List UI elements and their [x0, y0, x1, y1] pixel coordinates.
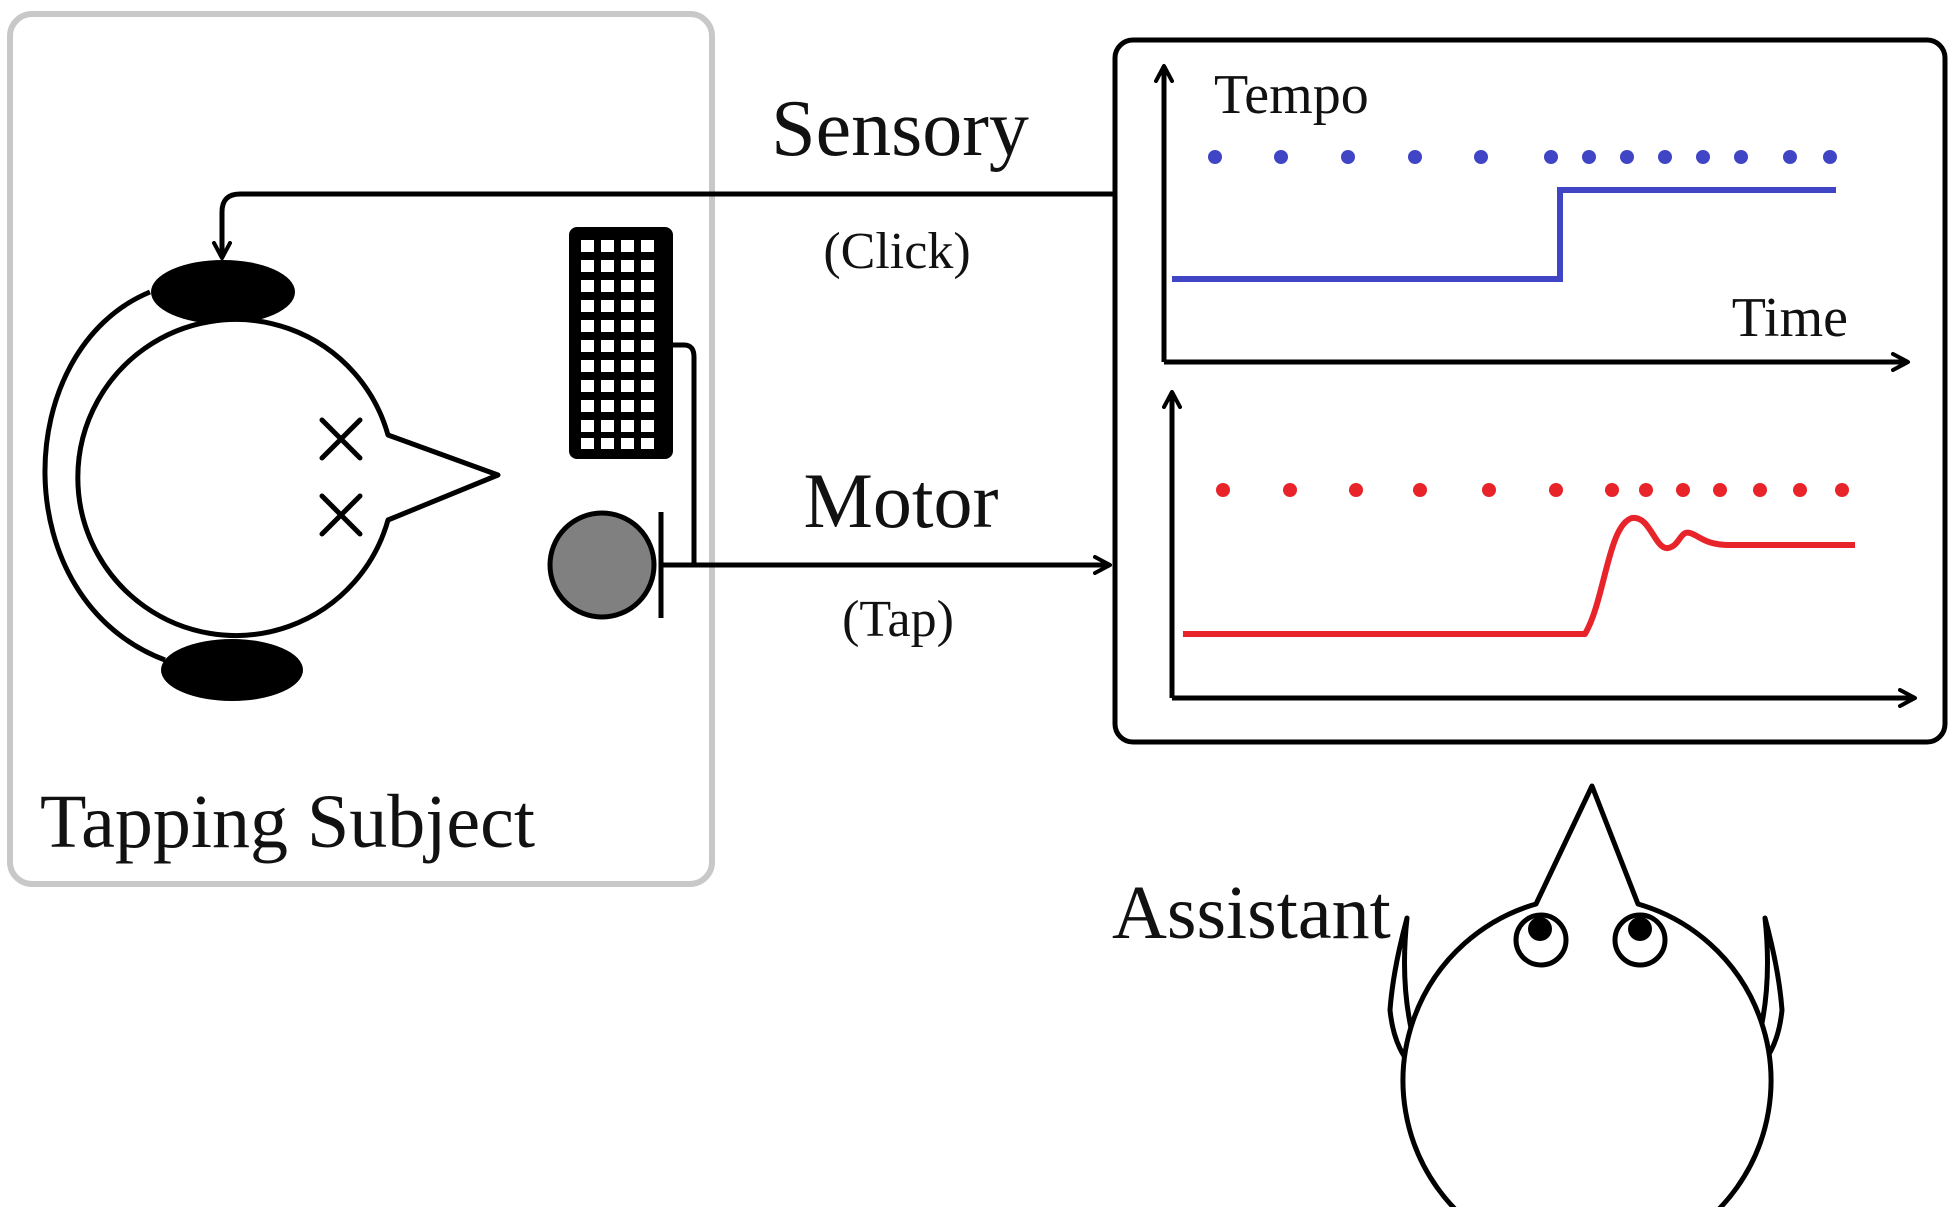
- assistant-label: Assistant: [1112, 871, 1391, 955]
- click-label: (Click): [823, 223, 970, 280]
- headphones-icon: [42, 260, 303, 701]
- tap-button-icon: [547, 510, 664, 620]
- keyboard-icon: [569, 227, 673, 459]
- response-tempo-line: [1183, 514, 1855, 637]
- tap-dots: [1216, 483, 1849, 497]
- keyboard-cable: [661, 342, 697, 568]
- subject-panel: [7, 11, 715, 887]
- y-axis-label: Tempo: [1214, 64, 1369, 126]
- subject-head-icon: [75, 317, 501, 638]
- motor-label: Motor: [804, 457, 999, 544]
- top-plot-axes: [1154, 64, 1910, 372]
- x-axis-label: Time: [1732, 287, 1848, 349]
- monitor-panel: [1112, 37, 1948, 745]
- stimulus-click-dots: [1208, 150, 1837, 164]
- stimulus-tempo-line: [1172, 187, 1836, 282]
- sensory-arrow: [212, 191, 1115, 260]
- tap-label: (Tap): [842, 591, 954, 648]
- sensory-label: Sensory: [771, 85, 1029, 173]
- bottom-plot-axes: [1162, 390, 1917, 708]
- assistant-head-icon: [1387, 783, 1785, 1207]
- subject-panel-title: Tapping Subject: [40, 780, 535, 864]
